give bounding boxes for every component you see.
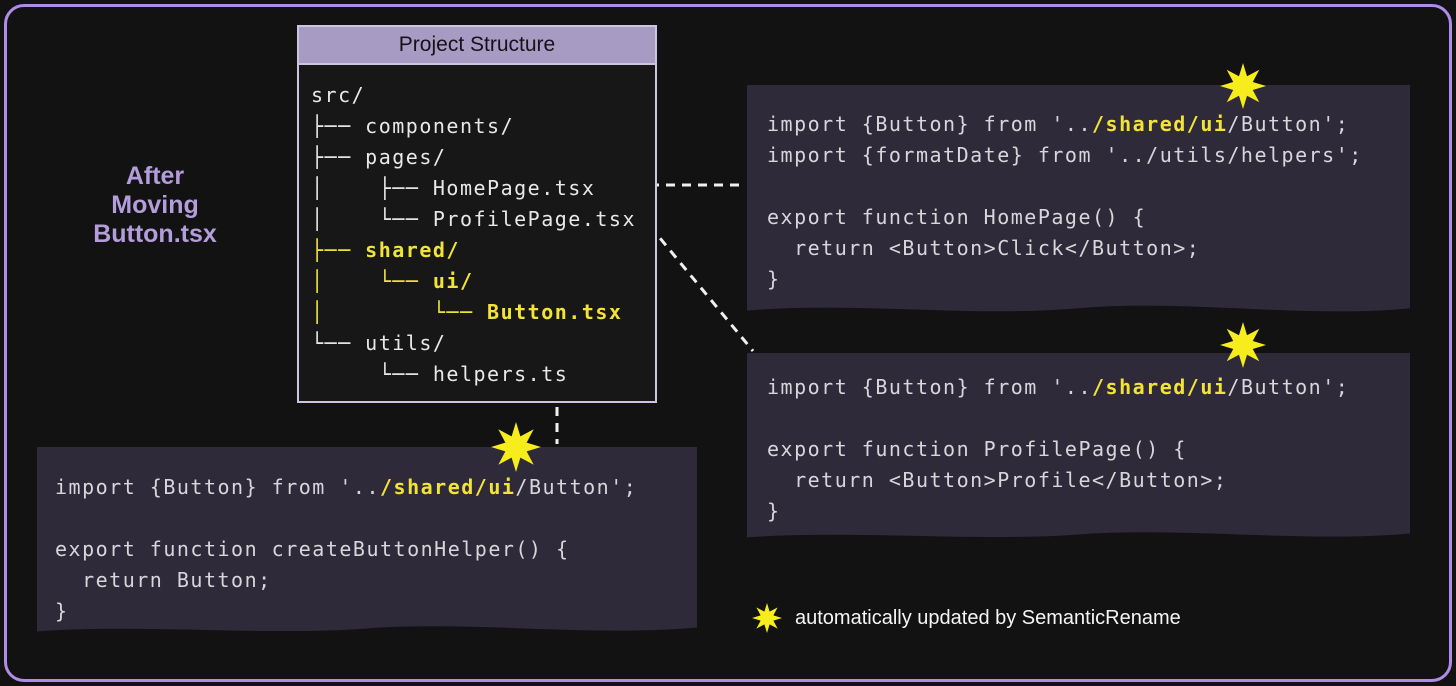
file-tree: src/ ├── components/ ├── pages/ │ ├── HomeP… <box>299 65 655 390</box>
code-line: return Button; <box>55 568 272 592</box>
code-line: } <box>55 599 69 623</box>
code-line: import {formatDate} from '../utils/helpe… <box>767 143 1363 167</box>
diagram-title: After Moving Button.tsx <box>40 162 270 249</box>
code-line: import {Button} from '../shared/ui/Butto… <box>767 112 1350 136</box>
code-line: └── helpers.ts <box>311 362 569 386</box>
code-line: return <Button>Profile</Button>; <box>767 468 1228 492</box>
legend: automatically updated by SemanticRename <box>752 600 1181 636</box>
code-line: import {Button} from '../shared/ui/Butto… <box>767 375 1350 399</box>
diagram-title-line: After <box>125 162 185 190</box>
code-content-profilepage: import {Button} from '../shared/ui/Butto… <box>747 353 1410 527</box>
code-line <box>55 503 697 534</box>
starburst-icon <box>491 422 541 472</box>
starburst-icon <box>752 603 782 633</box>
code-line: ├── shared/ <box>311 238 460 262</box>
code-box-profilepage: import {Button} from '../shared/ui/Butto… <box>747 353 1410 545</box>
project-structure-box: Project Structure src/ ├── components/ ├──… <box>297 25 657 403</box>
code-content-helpers: import {Button} from '../shared/ui/Butto… <box>37 447 697 627</box>
code-line: } <box>767 267 781 291</box>
code-line: export function HomePage() { <box>767 205 1147 229</box>
code-box-background <box>37 447 697 632</box>
code-box-helpers: import {Button} from '../shared/ui/Butto… <box>37 447 697 639</box>
code-line: return <Button>Click</Button>; <box>767 236 1201 260</box>
code-line: │ └── ProfilePage.tsx <box>311 207 636 231</box>
code-line: └── utils/ <box>311 331 447 355</box>
legend-label: automatically updated by SemanticRename <box>795 606 1181 629</box>
code-box-background <box>747 353 1410 538</box>
code-line: │ ├── HomePage.tsx <box>311 176 596 200</box>
code-content-homepage: import {Button} from '../shared/ui/Butto… <box>747 85 1410 295</box>
code-line: │ └── ui/ <box>311 269 474 293</box>
starburst-icon <box>1220 322 1266 368</box>
diagram-title-line: Moving <box>111 191 199 219</box>
code-line: ├── components/ <box>311 114 515 138</box>
code-line: export function createButtonHelper() { <box>55 537 570 561</box>
code-line: src/ <box>311 83 366 107</box>
code-line: } <box>767 499 781 523</box>
project-structure-header: Project Structure <box>299 27 655 65</box>
code-box-background <box>747 85 1410 312</box>
connector-profilepage <box>648 225 755 352</box>
diagram-title-line: Button.tsx <box>93 220 217 248</box>
starburst-icon <box>1220 63 1266 109</box>
code-line: │ └── Button.tsx <box>311 300 623 324</box>
code-line <box>767 171 1410 202</box>
code-line: import {Button} from '../shared/ui/Butto… <box>55 475 638 499</box>
code-line <box>767 403 1410 434</box>
code-line: export function ProfilePage() { <box>767 437 1187 461</box>
code-line: ├── pages/ <box>311 145 447 169</box>
code-box-homepage: import {Button} from '../shared/ui/Butto… <box>747 85 1410 320</box>
